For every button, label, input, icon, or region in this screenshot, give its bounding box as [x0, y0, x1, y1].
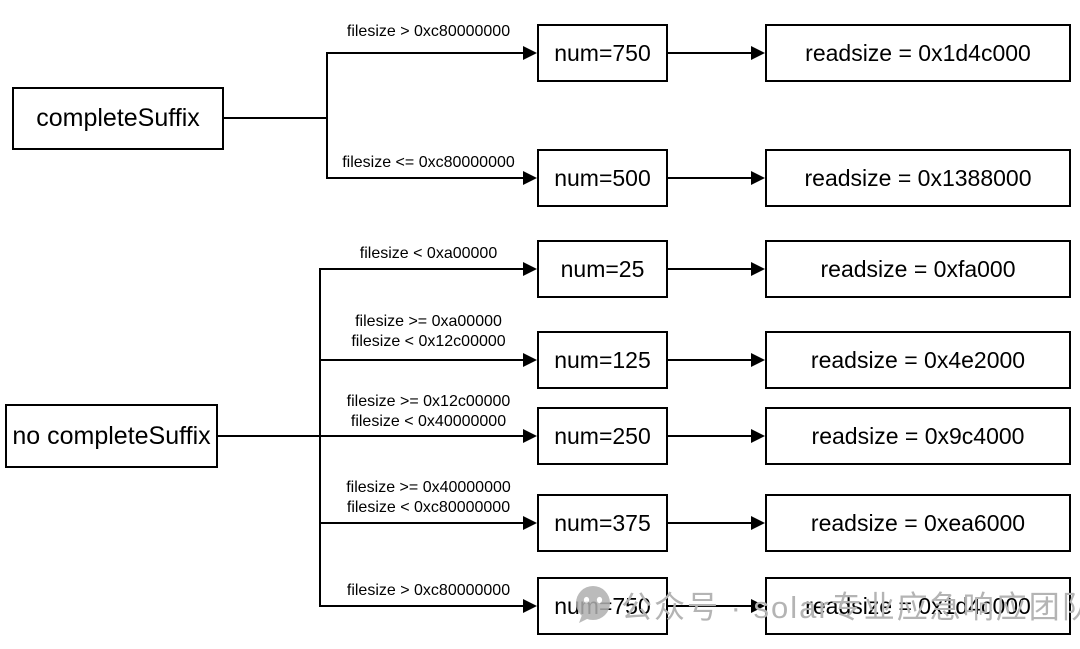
- condition-label: filesize > 0xc80000000: [346, 23, 511, 40]
- arrowhead-icon: [523, 353, 537, 367]
- connector-line-top-root: [224, 117, 328, 119]
- branch-trunk-top: [326, 52, 328, 179]
- condition-label: filesize >= 0x12c00000 filesize < 0x4000…: [346, 393, 511, 430]
- node-readsize: readsize = 0x1d4c000: [765, 577, 1071, 635]
- connector-line: [668, 605, 751, 607]
- branch-line: [319, 605, 523, 607]
- arrowhead-icon: [523, 599, 537, 613]
- branch-line: [319, 268, 523, 270]
- arrowhead-icon: [751, 429, 765, 443]
- arrowhead-icon: [523, 46, 537, 60]
- connector-line: [668, 268, 751, 270]
- connector-line: [668, 359, 751, 361]
- arrowhead-icon: [523, 262, 537, 276]
- branch-line: [326, 177, 523, 179]
- branch-trunk-bottom: [319, 268, 321, 607]
- arrowhead-icon: [751, 171, 765, 185]
- connector-line: [668, 177, 751, 179]
- node-no-completesuffix: no completeSuffix: [5, 404, 218, 468]
- arrowhead-icon: [751, 599, 765, 613]
- condition-label: filesize < 0xa00000: [359, 245, 498, 262]
- node-readsize: readsize = 0x4e2000: [765, 331, 1071, 389]
- node-readsize: readsize = 0x1388000: [765, 149, 1071, 207]
- arrowhead-icon: [751, 262, 765, 276]
- node-readsize: readsize = 0x1d4c000: [765, 24, 1071, 82]
- node-readsize: readsize = 0xea6000: [765, 494, 1071, 552]
- condition-label: filesize >= 0x40000000 filesize < 0xc800…: [346, 479, 511, 516]
- node-num: num=750: [537, 577, 668, 635]
- node-completesuffix: completeSuffix: [12, 87, 224, 150]
- node-num: num=750: [537, 24, 668, 82]
- branch-line: [319, 435, 523, 437]
- node-num: num=375: [537, 494, 668, 552]
- node-label: completeSuffix: [36, 104, 200, 132]
- node-num: num=25: [537, 240, 668, 298]
- node-label: no completeSuffix: [12, 421, 211, 450]
- branch-line: [326, 52, 523, 54]
- node-num: num=500: [537, 149, 668, 207]
- arrowhead-icon: [751, 353, 765, 367]
- arrowhead-icon: [523, 429, 537, 443]
- connector-line: [668, 522, 751, 524]
- node-readsize: readsize = 0x9c4000: [765, 407, 1071, 465]
- branch-line: [319, 522, 523, 524]
- condition-label: filesize >= 0xa00000 filesize < 0x12c000…: [351, 313, 506, 350]
- branch-line: [319, 359, 523, 361]
- connector-line: [668, 52, 751, 54]
- arrowhead-icon: [523, 171, 537, 185]
- arrowhead-icon: [523, 516, 537, 530]
- condition-label: filesize > 0xc80000000: [346, 582, 511, 599]
- arrowhead-icon: [751, 46, 765, 60]
- connector-line-bottom-root: [218, 435, 321, 437]
- condition-label: filesize <= 0xc80000000: [342, 154, 515, 171]
- connector-line: [668, 435, 751, 437]
- arrowhead-icon: [751, 516, 765, 530]
- node-num: num=250: [537, 407, 668, 465]
- node-readsize: readsize = 0xfa000: [765, 240, 1071, 298]
- node-num: num=125: [537, 331, 668, 389]
